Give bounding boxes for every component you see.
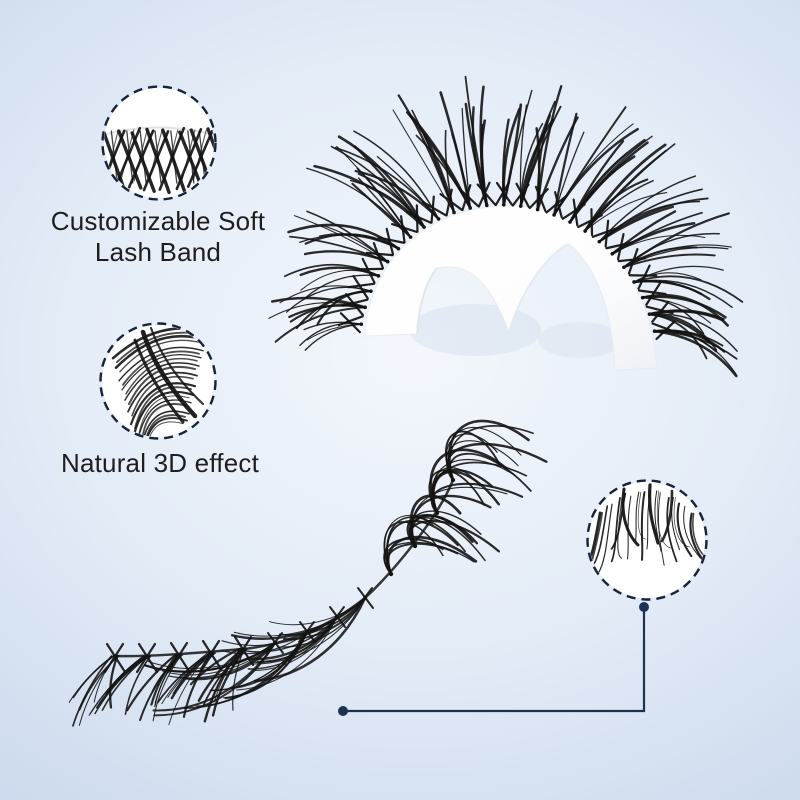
caption-line: Lash Band	[94, 237, 222, 267]
natural-3d-detail-circle	[99, 322, 217, 440]
caption-line: Customizable Soft	[50, 206, 266, 236]
natural-3d-caption: Natural 3D effect	[60, 448, 260, 478]
lash-band-detail-circle	[101, 85, 217, 201]
lash-tray-product-image	[268, 75, 744, 378]
lash-band-caption: Customizable Soft Lash Band	[28, 206, 288, 268]
lash-strip-product-image	[68, 419, 548, 727]
lash-tips-detail-circle	[586, 479, 708, 601]
